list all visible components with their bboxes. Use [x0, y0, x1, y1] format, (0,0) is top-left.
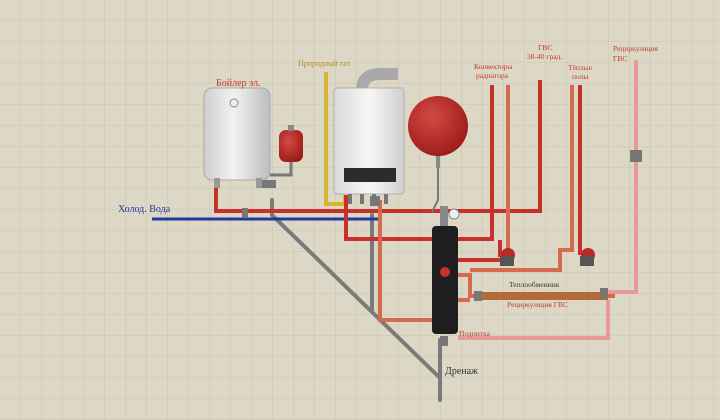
circulation-pump-floors-icon [580, 248, 595, 266]
label-makeup: Подпитка [459, 329, 491, 338]
label-recirc-top-line2: ГВС [613, 54, 627, 63]
hydraulic-separator-icon [432, 206, 460, 334]
label-cold-water: Холод. Вода [118, 204, 171, 215]
label-floors-line1: Тёплые [568, 63, 593, 72]
expansion-tank-large-icon [408, 96, 468, 213]
recirculation-pipe [458, 60, 638, 340]
label-convectors-line1: Конвекторы [474, 62, 512, 71]
label-convectors-line2: радиатора [476, 71, 509, 80]
label-floors-line2: полы [572, 72, 588, 81]
label-gas: Природный газ [298, 59, 350, 68]
label-dhw-line2: 38-40 град. [527, 52, 562, 61]
drain-pipes [270, 198, 442, 402]
label-drain: Дренаж [445, 366, 478, 377]
label-recirc-top-line1: Рециркуляция [613, 44, 658, 53]
label-dhw-line1: ГВС [538, 43, 552, 52]
water-heater-icon [203, 87, 271, 188]
label-recirc-mid: Рециркуляция ГВС [507, 300, 568, 309]
heat-exchanger [478, 292, 608, 300]
valve-icon [242, 150, 642, 346]
gas-boiler-icon [333, 68, 405, 204]
expansion-tank-icon [270, 125, 303, 177]
label-boiler: Бойлер эл. [216, 78, 261, 89]
label-heat-exchanger: Теплообменник [509, 280, 560, 289]
circulation-pump-icon [500, 248, 515, 266]
